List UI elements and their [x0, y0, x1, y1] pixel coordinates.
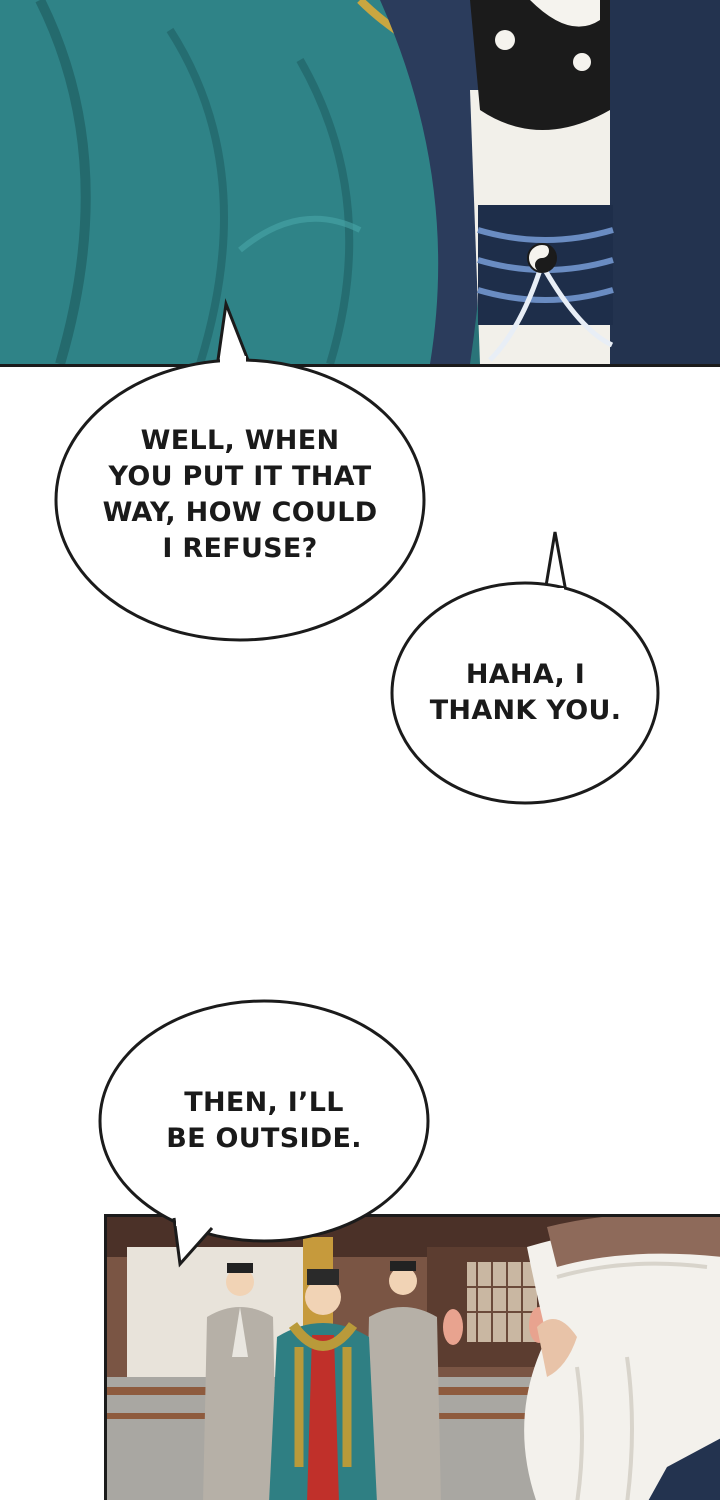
speech-bubble-three: THEN, I’LL BE OUTSIDE.	[96, 996, 432, 1268]
speech-bubble-one-shape	[54, 298, 426, 642]
speech-bubble-two-shape	[390, 531, 660, 805]
speech-bubble-two: HAHA, I THANK YOU.	[388, 528, 663, 810]
panel-top-illustration	[0, 0, 720, 367]
speech-bubble-three-shape	[98, 999, 430, 1268]
yin-yang-icon	[527, 243, 557, 273]
speech-bubble-one-text: WELL, WHEN YOU PUT IT THAT WAY, HOW COUL…	[102, 425, 378, 564]
palace-scene-illustration	[107, 1217, 720, 1500]
speech-bubble-two-text: HAHA, I THANK YOU.	[429, 659, 622, 726]
panel-bottom-illustration	[104, 1214, 720, 1500]
robe-illustration	[0, 0, 720, 364]
speech-bubble-three-text: THEN, I’LL BE OUTSIDE.	[166, 1087, 362, 1154]
speech-bubble-one: WELL, WHEN YOU PUT IT THAT WAY, HOW COUL…	[50, 290, 430, 650]
